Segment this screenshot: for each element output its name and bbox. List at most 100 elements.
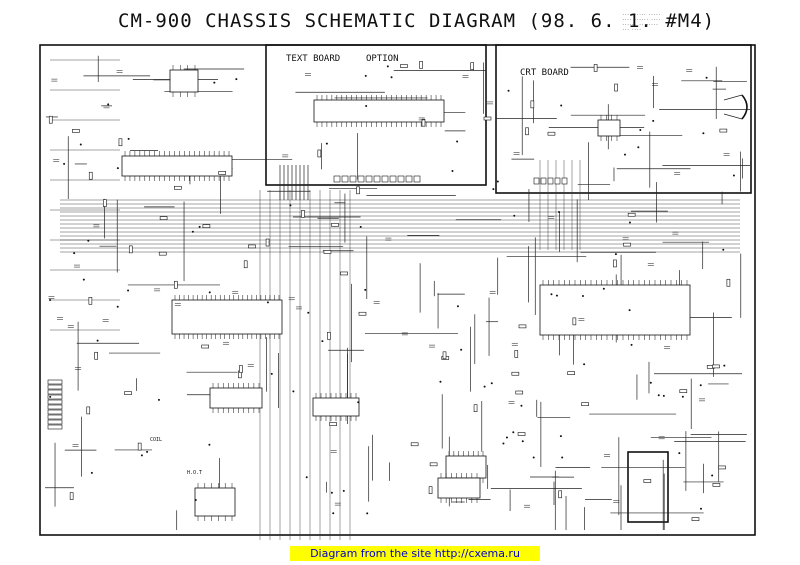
junction	[483, 385, 486, 388]
connector-pin	[540, 177, 547, 185]
connector-pin	[373, 175, 381, 183]
junction	[451, 170, 454, 173]
junction	[386, 65, 389, 68]
junction	[490, 382, 493, 385]
ic-package	[539, 284, 691, 336]
junction	[364, 74, 367, 77]
resistor	[69, 492, 74, 500]
resistor	[128, 245, 133, 254]
scart-pin	[47, 389, 63, 395]
resistor	[428, 486, 433, 494]
junction	[628, 309, 631, 312]
crt-neck	[741, 94, 748, 120]
resistor	[159, 216, 168, 220]
connector-pin	[547, 177, 554, 185]
junction	[496, 180, 499, 183]
crt-wire	[723, 94, 743, 101]
resistor	[718, 465, 726, 470]
junction	[157, 398, 160, 401]
hot-label: H.O.T	[187, 470, 203, 476]
resistor	[243, 260, 248, 269]
junction	[90, 471, 93, 474]
junction	[82, 278, 85, 281]
resistor	[572, 317, 577, 326]
junction	[456, 305, 459, 308]
scart-pin	[47, 414, 63, 420]
resistor	[567, 371, 575, 375]
resistor	[530, 100, 535, 109]
junction	[560, 104, 563, 107]
junction	[502, 442, 505, 445]
resistor	[593, 64, 598, 72]
junction	[624, 153, 627, 156]
junction	[270, 372, 273, 375]
ic-package	[121, 155, 233, 177]
scart-pin	[47, 419, 63, 425]
junction	[521, 440, 524, 443]
junction	[699, 507, 702, 510]
resistor	[511, 371, 520, 376]
junction	[512, 431, 515, 434]
junction	[505, 436, 508, 439]
junction	[96, 339, 99, 342]
resistor	[317, 149, 322, 158]
resistor	[623, 242, 631, 247]
notes-line: ···· ······ ····	[622, 17, 661, 22]
junction	[456, 140, 459, 143]
resistor	[118, 138, 123, 147]
junction	[49, 395, 52, 398]
junction	[492, 188, 495, 191]
junction	[330, 491, 333, 494]
resistor	[103, 199, 107, 207]
resistor	[248, 244, 256, 249]
junction	[208, 291, 211, 294]
resistor	[72, 129, 80, 133]
scart-pin	[47, 404, 63, 410]
junction	[198, 225, 201, 228]
notes-line: ··· ······ ·····	[622, 12, 661, 17]
junction	[614, 253, 617, 256]
resistor	[712, 483, 721, 487]
junction	[711, 474, 714, 477]
resistor	[525, 127, 529, 136]
junction	[292, 390, 295, 393]
junction	[357, 401, 360, 404]
resistor	[421, 118, 426, 127]
junction	[520, 404, 523, 407]
resistor	[323, 250, 332, 254]
junction	[555, 294, 558, 297]
junction	[657, 394, 660, 397]
junction	[722, 248, 725, 251]
junction	[513, 214, 516, 217]
junction	[581, 294, 584, 297]
junction	[561, 456, 564, 459]
connector-pin	[333, 175, 341, 183]
option-label: OPTION	[366, 54, 399, 64]
scart-pin	[47, 399, 63, 405]
resistor	[515, 390, 524, 395]
junction	[140, 454, 143, 457]
notes-line: ··· ····	[622, 27, 642, 32]
junction	[107, 103, 110, 106]
junction	[702, 132, 705, 135]
connector-pin	[349, 175, 357, 183]
junction	[532, 456, 535, 459]
ic-package	[313, 99, 445, 123]
junction	[705, 76, 708, 79]
text-board-frame	[265, 44, 487, 186]
junction	[213, 81, 216, 84]
ic-package	[209, 387, 263, 409]
resistor	[429, 462, 438, 467]
resistor	[218, 171, 227, 175]
resistor	[48, 115, 53, 124]
coil-label: COIL	[150, 437, 163, 443]
flyback-transformer	[627, 451, 669, 523]
junction	[460, 348, 463, 351]
junction	[116, 305, 119, 308]
junction	[678, 452, 681, 455]
resistor	[691, 517, 700, 521]
junction	[49, 299, 52, 302]
resistor	[174, 185, 182, 190]
resistor	[265, 238, 270, 247]
